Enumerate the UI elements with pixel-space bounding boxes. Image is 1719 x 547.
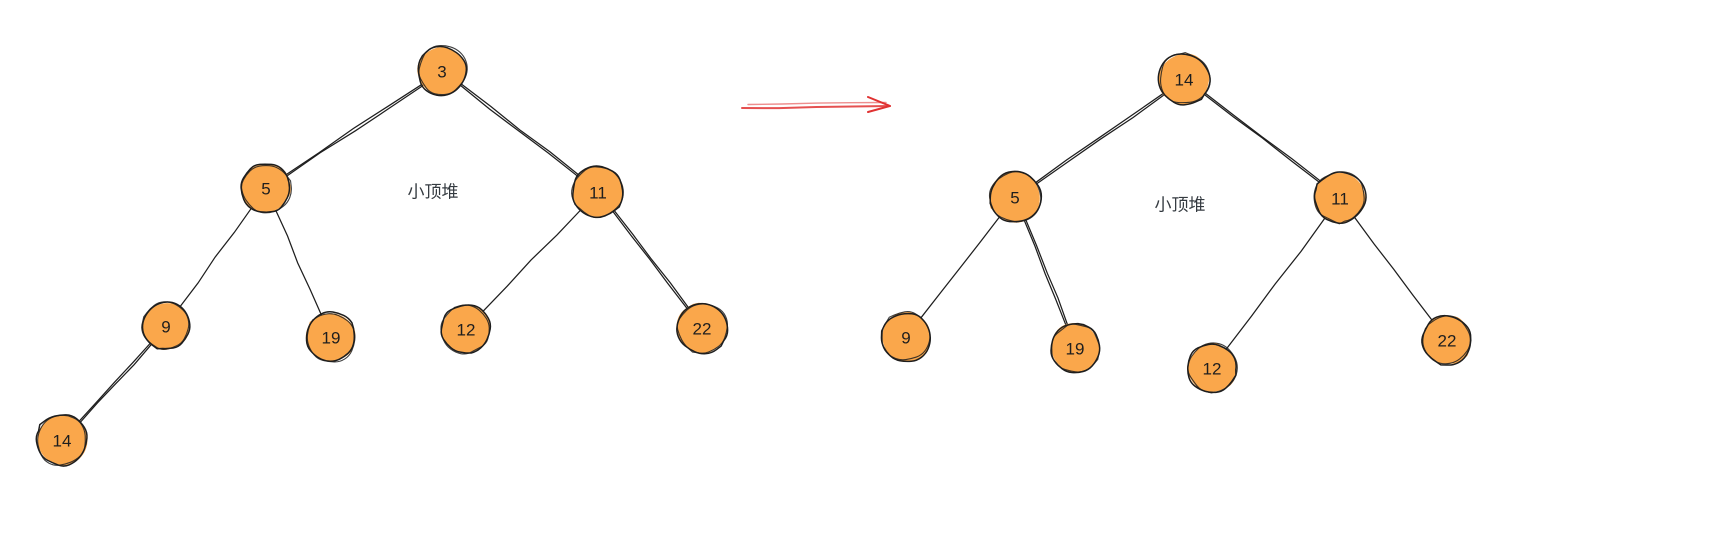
arrow-shaft xyxy=(741,105,891,110)
tree-edge xyxy=(1354,217,1434,322)
node-fill xyxy=(440,304,491,353)
node-value: 11 xyxy=(1331,190,1349,209)
node-value: 19 xyxy=(1066,340,1085,359)
node-outline-2 xyxy=(1051,323,1101,373)
heap-caption: 小顶堆 xyxy=(1155,196,1206,215)
node-outline-2 xyxy=(881,310,931,361)
arrow-head xyxy=(867,96,891,113)
node-value: 9 xyxy=(161,318,170,337)
arrow-shaft-2 xyxy=(747,101,887,106)
tree-node[interactable] xyxy=(676,302,729,355)
tree-node[interactable] xyxy=(305,310,356,363)
node-fill xyxy=(37,415,88,466)
node-fill xyxy=(1051,323,1100,374)
node-fill xyxy=(241,164,291,213)
node-fill xyxy=(1158,53,1210,106)
node-value: 12 xyxy=(457,321,476,340)
node-outline-2 xyxy=(37,414,86,466)
tree-node[interactable] xyxy=(1421,314,1472,366)
node-outline-2 xyxy=(1159,52,1211,104)
node-value: 5 xyxy=(261,180,270,199)
tree-edge xyxy=(78,342,153,424)
node-outline-2 xyxy=(141,301,190,350)
node-outline-2 xyxy=(306,313,356,363)
node-outline-2 xyxy=(241,165,292,214)
node-outline-2 xyxy=(1313,171,1365,225)
node-outline-2 xyxy=(1187,342,1238,394)
node-outline xyxy=(989,170,1043,223)
tree-edge xyxy=(274,209,323,316)
tree-edge xyxy=(285,83,424,177)
tree-node[interactable] xyxy=(440,304,492,355)
node-outline xyxy=(1157,53,1211,106)
tree-node[interactable] xyxy=(1157,52,1211,106)
node-outline-2 xyxy=(571,166,624,218)
node-value: 5 xyxy=(1010,189,1019,208)
tree-edge xyxy=(1203,92,1322,184)
tree-node[interactable] xyxy=(240,163,292,214)
tree-node[interactable] xyxy=(417,45,468,97)
node-value: 19 xyxy=(322,329,341,348)
tree-edge xyxy=(1023,219,1069,327)
node-outline xyxy=(240,163,291,213)
tree-edge xyxy=(482,209,582,313)
transition-arrow xyxy=(741,96,891,113)
node-value: 12 xyxy=(1203,360,1222,379)
node-outline-2 xyxy=(1422,315,1471,365)
node-fill xyxy=(989,170,1040,223)
tree-edge xyxy=(1225,217,1326,350)
tree-edge xyxy=(178,206,253,309)
tree-node[interactable] xyxy=(1050,322,1101,374)
node-value: 22 xyxy=(1438,332,1457,351)
node-outline xyxy=(1050,322,1101,374)
node-fill xyxy=(417,47,467,95)
node-outline-2 xyxy=(418,45,468,96)
node-fill xyxy=(1422,315,1471,364)
node-value: 14 xyxy=(1175,71,1194,90)
tree-edge xyxy=(920,216,1001,319)
node-outline-2 xyxy=(440,304,490,355)
node-value: 14 xyxy=(53,432,72,451)
node-fill xyxy=(1187,342,1237,393)
node-value: 9 xyxy=(901,329,910,348)
tree-edge xyxy=(460,83,580,178)
node-fill xyxy=(1314,172,1366,224)
node-outline-2 xyxy=(676,303,729,354)
tree-node[interactable] xyxy=(880,310,932,363)
node-outline xyxy=(305,310,356,362)
node-value: 22 xyxy=(693,320,712,339)
node-fill xyxy=(305,313,356,362)
node-outline-2 xyxy=(988,171,1042,223)
tree-node[interactable] xyxy=(988,170,1043,223)
tree-node[interactable] xyxy=(1313,171,1367,225)
tree-node[interactable] xyxy=(35,414,88,467)
node-fill xyxy=(572,166,624,217)
tree-node[interactable] xyxy=(571,165,624,219)
heap-caption: 小顶堆 xyxy=(408,183,459,202)
tree-edge xyxy=(1034,92,1166,185)
tree-edge xyxy=(612,210,689,309)
node-fill xyxy=(676,302,728,354)
node-value: 3 xyxy=(437,63,446,82)
node-value: 11 xyxy=(589,184,607,203)
tree-node[interactable] xyxy=(141,301,191,350)
node-fill xyxy=(882,311,931,363)
tree-node[interactable] xyxy=(1186,342,1238,394)
node-fill xyxy=(141,303,189,350)
